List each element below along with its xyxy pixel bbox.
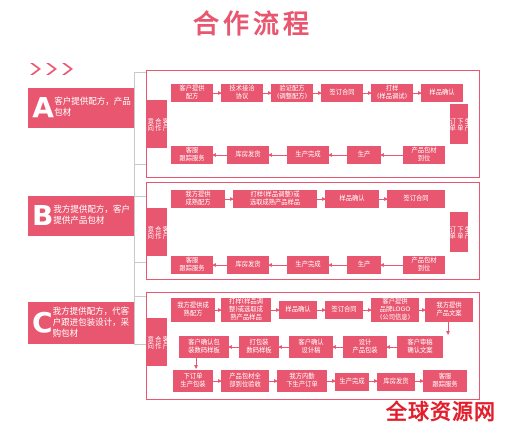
section-c-step-5: 客户提供 品牌LOGO (公司信息): [371, 298, 419, 322]
section-b-frame: [146, 182, 480, 280]
flow-arrow: [215, 308, 222, 312]
section-a-step-7: 产品包材 到位: [403, 146, 445, 164]
section-a-step-8: 生产: [347, 146, 381, 164]
section-b-step-5: 产品包材 到位: [403, 256, 445, 274]
flow-arrow: [278, 345, 289, 349]
section-c-step-14: 我方内勤 下生产订单: [277, 370, 327, 392]
section-a-step-5: 打样 (样品调试): [371, 84, 413, 102]
section-a-label: 客户提供配方，产品包材: [54, 97, 131, 118]
section-b-start: 客户 合作 意向: [146, 208, 168, 256]
flow-arrow: [380, 153, 403, 157]
flow-arrow: [317, 308, 326, 312]
section-a-header: A 客户提供配方，产品包材: [28, 88, 134, 128]
page-title: 合作流程: [192, 10, 313, 40]
section-b-letter: B: [32, 199, 54, 232]
flow-arrow: [328, 153, 347, 157]
section-c-label: 我方提供配方，代客户跟进包装设计，采购包材: [52, 306, 130, 339]
flow-arrow: [212, 263, 227, 267]
flow-arrow: [213, 91, 222, 95]
section-a-step-11: 客服 跟踪服务: [171, 146, 213, 164]
flow-arrow: [268, 263, 287, 267]
section-b-step-7: 生产完成: [287, 256, 329, 274]
connector-line: [134, 296, 146, 297]
section-c-step-13: 产品包材全 部到位验收: [221, 370, 269, 392]
flow-arrow: [363, 91, 372, 95]
connector-line: [134, 262, 146, 263]
section-b-order: 生产 下单 订单: [448, 212, 470, 252]
section-c-step-11: 客户确认包 装数码样板: [179, 336, 229, 358]
section-a-order: 生产 下单 订单: [448, 104, 470, 144]
flow-arrow: [328, 263, 347, 267]
section-c-letter: C: [32, 306, 53, 339]
flow-arrow: [194, 358, 198, 369]
section-c-step-6: 我方提供 产品文案: [425, 298, 473, 322]
section-c-step-10: 打包装 数码样板: [239, 336, 279, 358]
connector-line: [134, 196, 146, 197]
section-b-step-9: 客服 跟踪服务: [171, 256, 213, 274]
connector-line: [134, 164, 146, 165]
section-c-step-8: 设计 产品包装: [343, 336, 387, 358]
watermark: 全球资源网: [386, 399, 496, 424]
section-a-step-10: 库房发货: [227, 146, 269, 164]
flow-arrow: [419, 308, 426, 312]
flow-arrow: [263, 91, 272, 95]
section-b-header: B 我方提供配方，客户提供产品包材: [28, 196, 134, 236]
flow-arrow: [380, 263, 403, 267]
chevron-right-icon: [60, 62, 74, 76]
section-c-header: C 我方提供配方，代客户跟进包装设计，采购包材: [28, 302, 134, 344]
section-b-step-3: 样品确认: [325, 190, 379, 208]
flow-arrow: [269, 379, 278, 383]
section-c-step-7: 客户审稿 确认文案: [397, 336, 443, 358]
section-b-step-4: 签订合同: [387, 190, 445, 208]
section-a-step-1: 客户提供 配方: [171, 84, 213, 102]
flow-arrow: [225, 197, 234, 201]
section-b-label: 我方提供配方，客户提供产品包材: [53, 205, 130, 226]
flow-arrow: [213, 379, 222, 383]
flow-arrow: [271, 308, 280, 312]
chevron-right-icon: [44, 62, 58, 76]
section-b-step-8: 库房发货: [227, 256, 269, 274]
flow-arrow: [369, 379, 378, 383]
connector-line: [134, 344, 146, 345]
section-a-step-4: 签订合同: [321, 84, 363, 102]
flow-arrow: [212, 153, 227, 157]
section-a-letter: A: [32, 91, 54, 124]
section-a-step-3: 验证配方 (调整配方): [271, 84, 313, 102]
section-b-step-6: 生产: [347, 256, 381, 274]
section-c-step-9: 客户确认 设计稿: [289, 336, 333, 358]
connector-line: [134, 72, 146, 73]
connector-line: [134, 72, 135, 344]
flow-arrow: [327, 379, 336, 383]
section-c-step-17: 客服 跟踪服务: [423, 370, 467, 392]
section-c-step-15: 生产完成: [335, 373, 369, 391]
section-a-step-2: 技术接洽 协议: [221, 84, 263, 102]
flow-arrow: [379, 197, 388, 201]
flow-arrow: [363, 308, 372, 312]
flow-arrow: [313, 91, 322, 95]
flow-arrow: [446, 322, 450, 335]
section-a-frame: [146, 70, 480, 178]
section-c-step-4: 签订合同: [325, 301, 363, 319]
section-c-step-12: 下订单 生产包装: [173, 370, 213, 392]
flow-arrow: [386, 345, 397, 349]
section-b-step-2: 打样(样品调整)或 选取成熟产品样品: [233, 190, 317, 208]
section-c-start: 客户 合作 意向: [146, 318, 168, 366]
flow-arrow: [317, 197, 326, 201]
section-b-step-1: 我方提供 成熟配方: [171, 190, 225, 208]
section-c-step-16: 库房发货: [377, 373, 415, 391]
flow-arrow: [268, 153, 287, 157]
flow-arrow: [228, 345, 239, 349]
flow-arrow: [415, 379, 424, 383]
flow-arrow: [413, 91, 422, 95]
section-a-step-9: 生产完成: [287, 146, 329, 164]
flow-arrow: [332, 345, 343, 349]
section-c-step-2: 打样(样品调 整)或选取成 熟产品样品: [221, 298, 271, 322]
chevron-right-icon: [28, 62, 42, 76]
section-c-frame: [146, 292, 480, 400]
section-a-start: 客户 合作 意向: [146, 100, 168, 148]
section-a-step-6: 样品确认: [421, 84, 463, 102]
section-c-step-3: 样品确认: [279, 301, 317, 319]
section-c-step-1: 我方提供成 熟配方: [171, 298, 215, 322]
